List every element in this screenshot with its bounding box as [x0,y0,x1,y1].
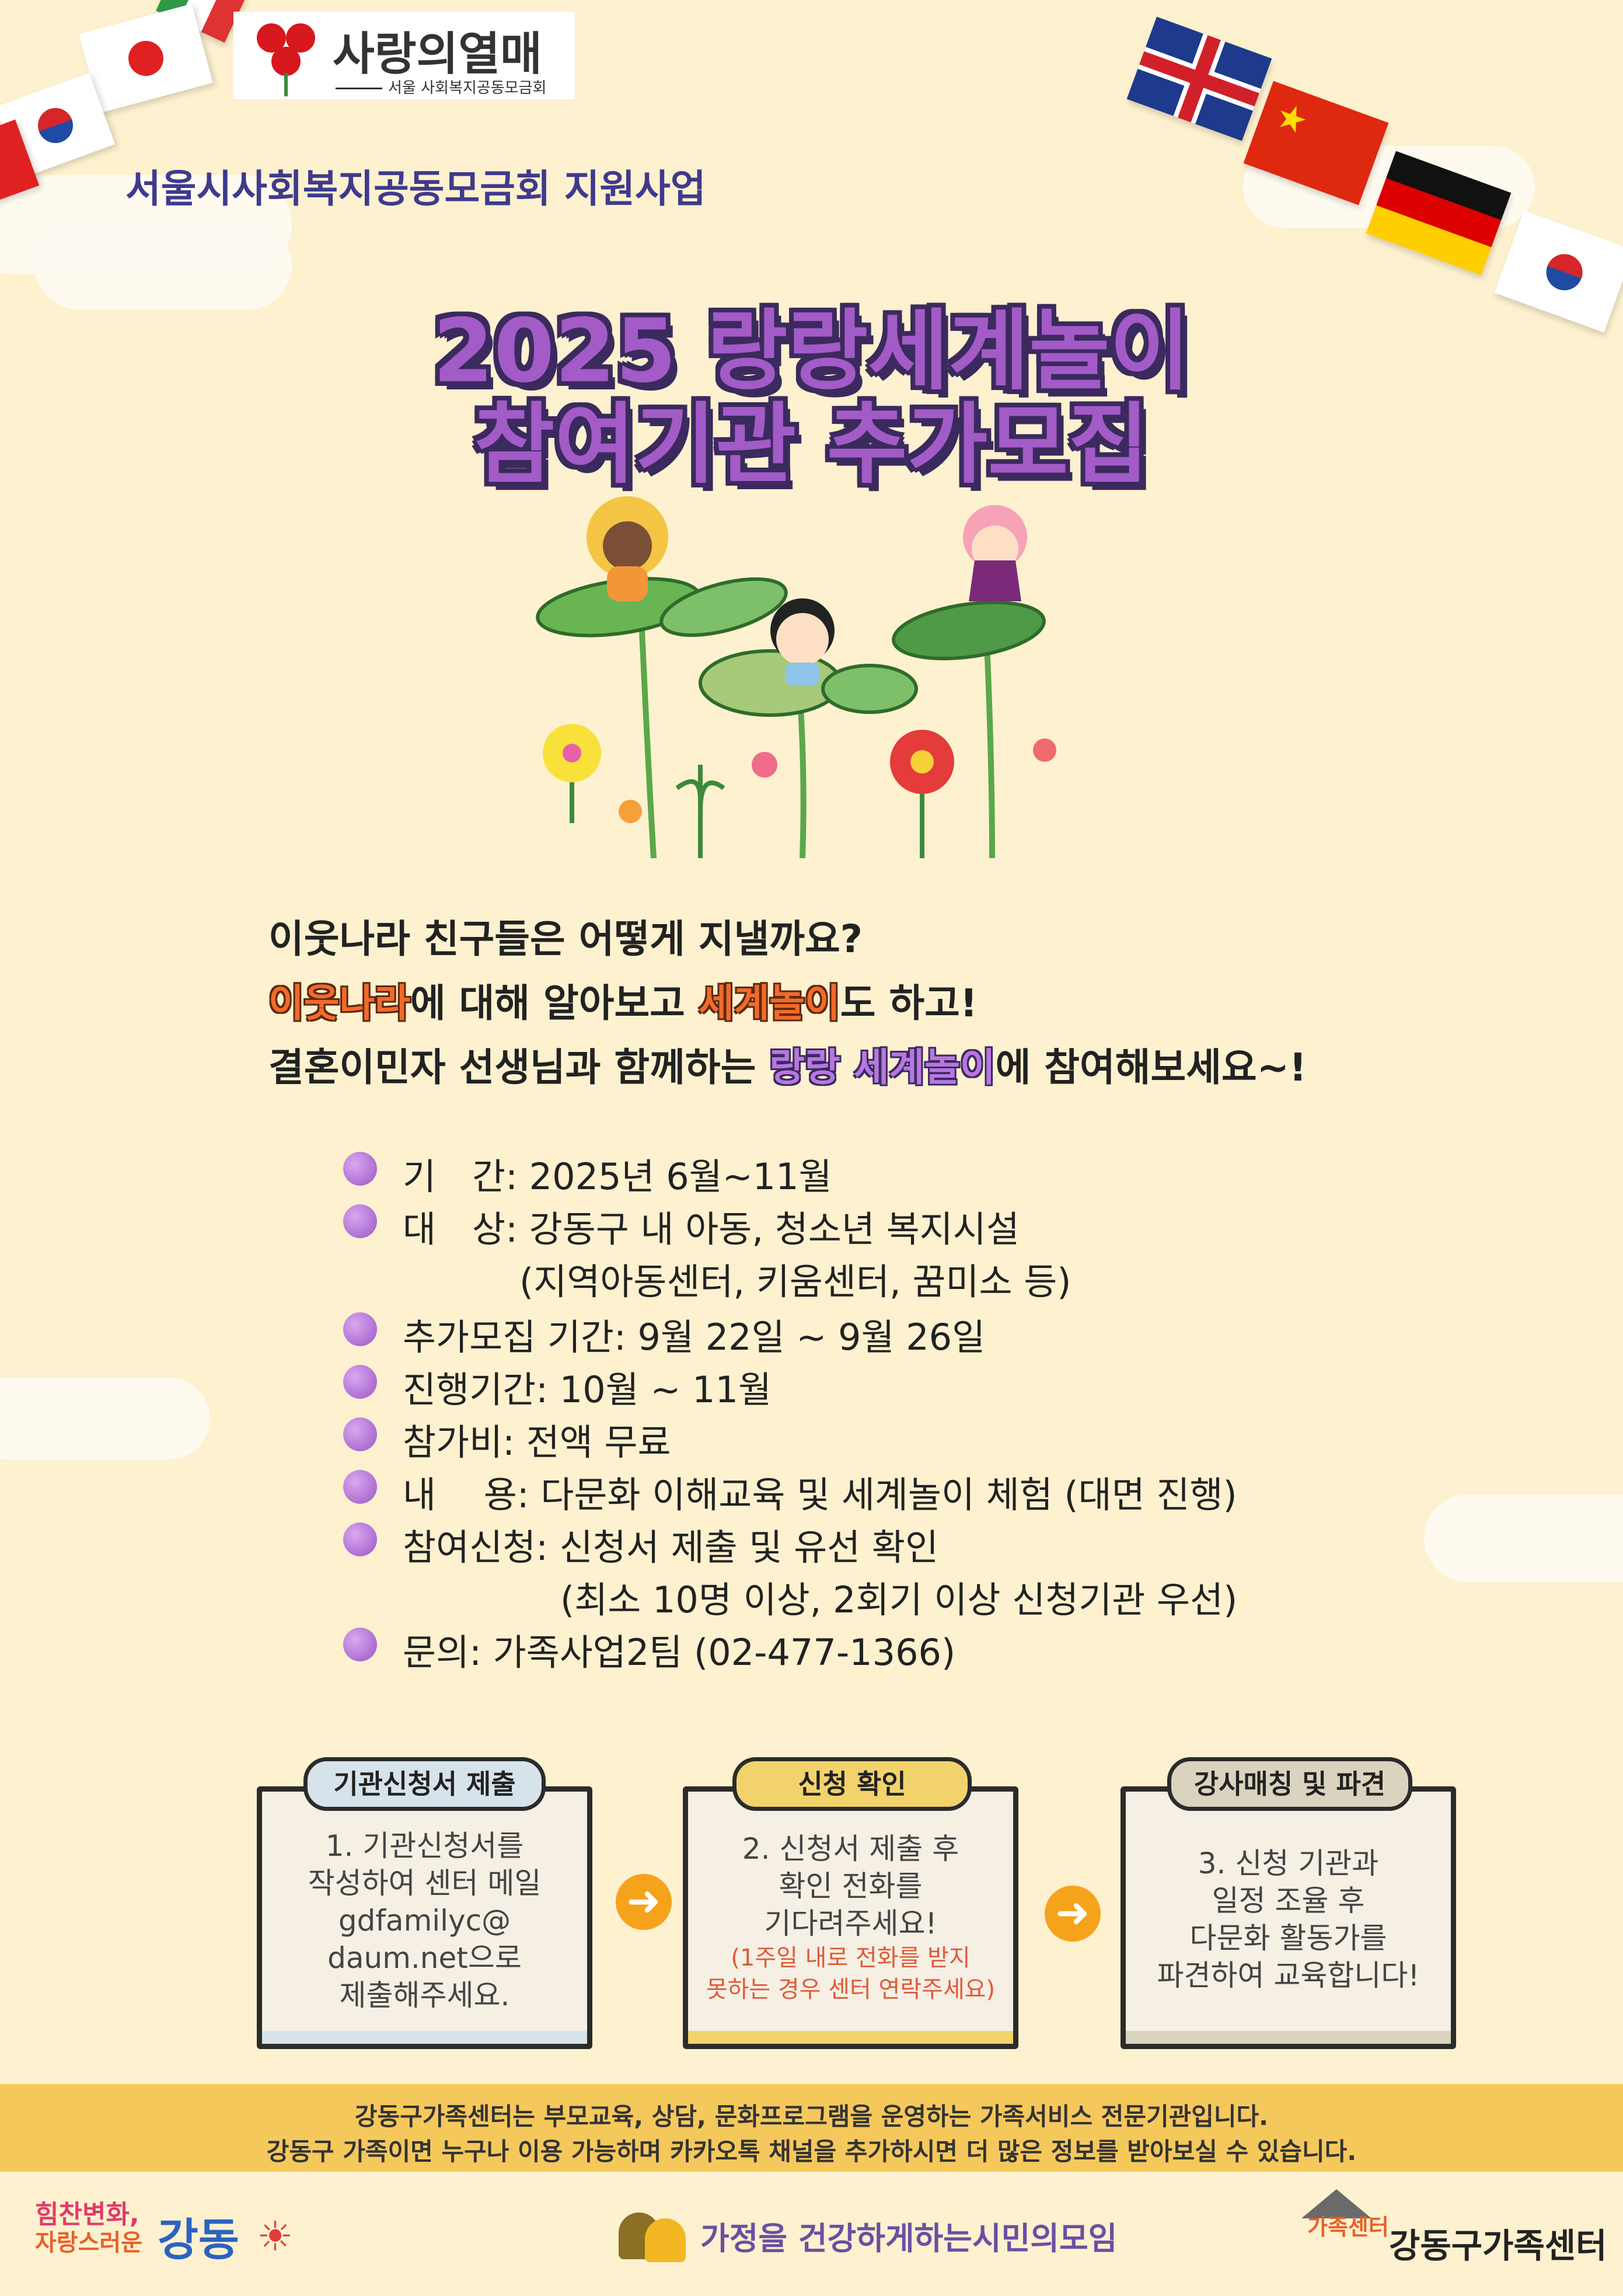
info-apply-cont: (최소 10명 이상, 2회기 이상 신청기관 우선) [560,1579,1238,1621]
logo-title: 사랑의열매 [333,28,542,81]
bullet-icon [343,1152,377,1186]
citizens-logo: 가정을 건강하게하는시민의모임 [700,2220,1118,2257]
info-target-cont: (지역아동센터, 키움센터, 꿈미소 등) [519,1260,1071,1303]
bullet-icon [343,1204,377,1238]
bullet-icon [343,1365,377,1399]
intro-line-1: 이웃나라 친구들은 어떻게 지낼까요? [268,917,863,961]
logo-subtitle: 서울 사회복지공동모금회 [336,76,546,97]
step-3-tab: 강사매칭 및 파견 [1167,1757,1412,1811]
house-icon: 가족센터 [1293,2189,1389,2271]
center-name: 강동구가족센터 [1389,2226,1607,2266]
uk-flag [1126,16,1272,141]
intro-line-2: 이웃나라에 대해 알아보고 세계놀이도 하고! [268,972,978,1028]
bullet-icon [343,1417,377,1451]
house-icon-label: 가족센터 [1307,2214,1389,2240]
footer-line-1: 강동구가족센터는 부모교육, 상담, 문화프로그램을 운영하는 가족서비스 전문… [354,2102,1269,2131]
cloud-top-left-2 [35,222,292,309]
highlight-neighbor-country: 이웃나라 [268,981,410,1026]
intro-line-3: 결혼이민자 선생님과 함께하는 랑랑 세계놀이에 참여해보세요~! [268,1036,1307,1092]
intro-line-2-part-d: 도 하고! [840,981,978,1026]
highlight-world-play: 세계놀이 [698,981,840,1026]
bullet-icon [343,1522,377,1556]
intro-line-2-part-b: 에 대해 알아보고 [410,981,699,1026]
love-fruit-icon [245,18,327,99]
intro-line-3-part-c: 에 참여해보세요~! [995,1045,1307,1090]
gangdong-logo: 힘찬변화, 자랑스러운 [35,2201,142,2257]
bullet-icon [343,1628,377,1661]
cloud-mid-left [0,1378,210,1459]
highlight-ranglang-play: 랑랑 세계놀이 [769,1045,996,1090]
bullet-icon [343,1470,377,1504]
cloud-mid-right [1424,1494,1623,1582]
kids-illustration [536,496,1056,859]
bullet-icon [343,1312,377,1346]
sun-icon: ☀ [257,2213,294,2260]
title-line-2: 참여기관 추가모집 [474,394,1149,496]
step-1-tab: 기관신청서 제출 [303,1757,546,1811]
love-fruit-logo: 사랑의열매 서울 사회복지공동모금회 [233,12,575,99]
arrow-right-icon: ➜ [1045,1886,1101,1942]
step-1-box [257,1786,592,2049]
intro-line-3-part-a: 결혼이민자 선생님과 함께하는 [268,1045,770,1090]
footer-line-2: 강동구 가족이면 누구나 이용 가능하며 카카오톡 채널을 추가하시면 더 많은… [266,2137,1357,2166]
gangdong-logo-b: 자랑스러운 [35,2229,142,2256]
org-line: 서울시사회복지공동모금회 지원사업 [125,166,706,211]
step-3-box [1121,1786,1456,2049]
gangdong-logo-a: 힘찬변화, [35,2200,139,2229]
footer-band: 강동구가족센터는 부모교육, 상담, 문화프로그램을 운영하는 가족서비스 전문… [0,2084,1623,2172]
gangdong-logo-text: 강동 [158,2214,239,2266]
step-2-tab: 신청 확인 [732,1757,972,1811]
step-2-box [683,1786,1018,2049]
arrow-right-icon: ➜ [616,1874,672,1930]
japan-flag [79,4,213,113]
family-icon [619,2195,689,2265]
title-line-1: 2025 랑랑세계놀이 [432,301,1191,402]
